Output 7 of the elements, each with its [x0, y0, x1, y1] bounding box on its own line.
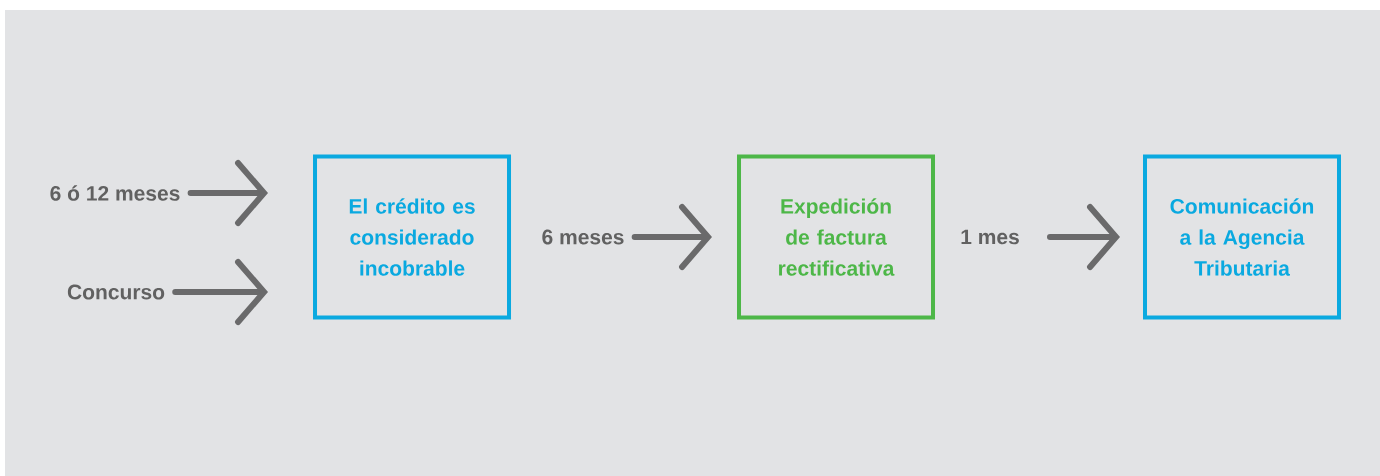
- source-label: 6 meses: [542, 229, 624, 245]
- process-box: Expedición de factura rectificativa: [737, 154, 935, 320]
- process-box: El crédito es considerado incobrable: [313, 154, 511, 320]
- source-label: Concurso: [67, 284, 165, 300]
- source-label: 1 mes: [961, 229, 1019, 245]
- source-label: 6 ó 12 meses: [50, 185, 180, 201]
- process-box: Comunicación a la Agencia Tributaria: [1143, 154, 1341, 320]
